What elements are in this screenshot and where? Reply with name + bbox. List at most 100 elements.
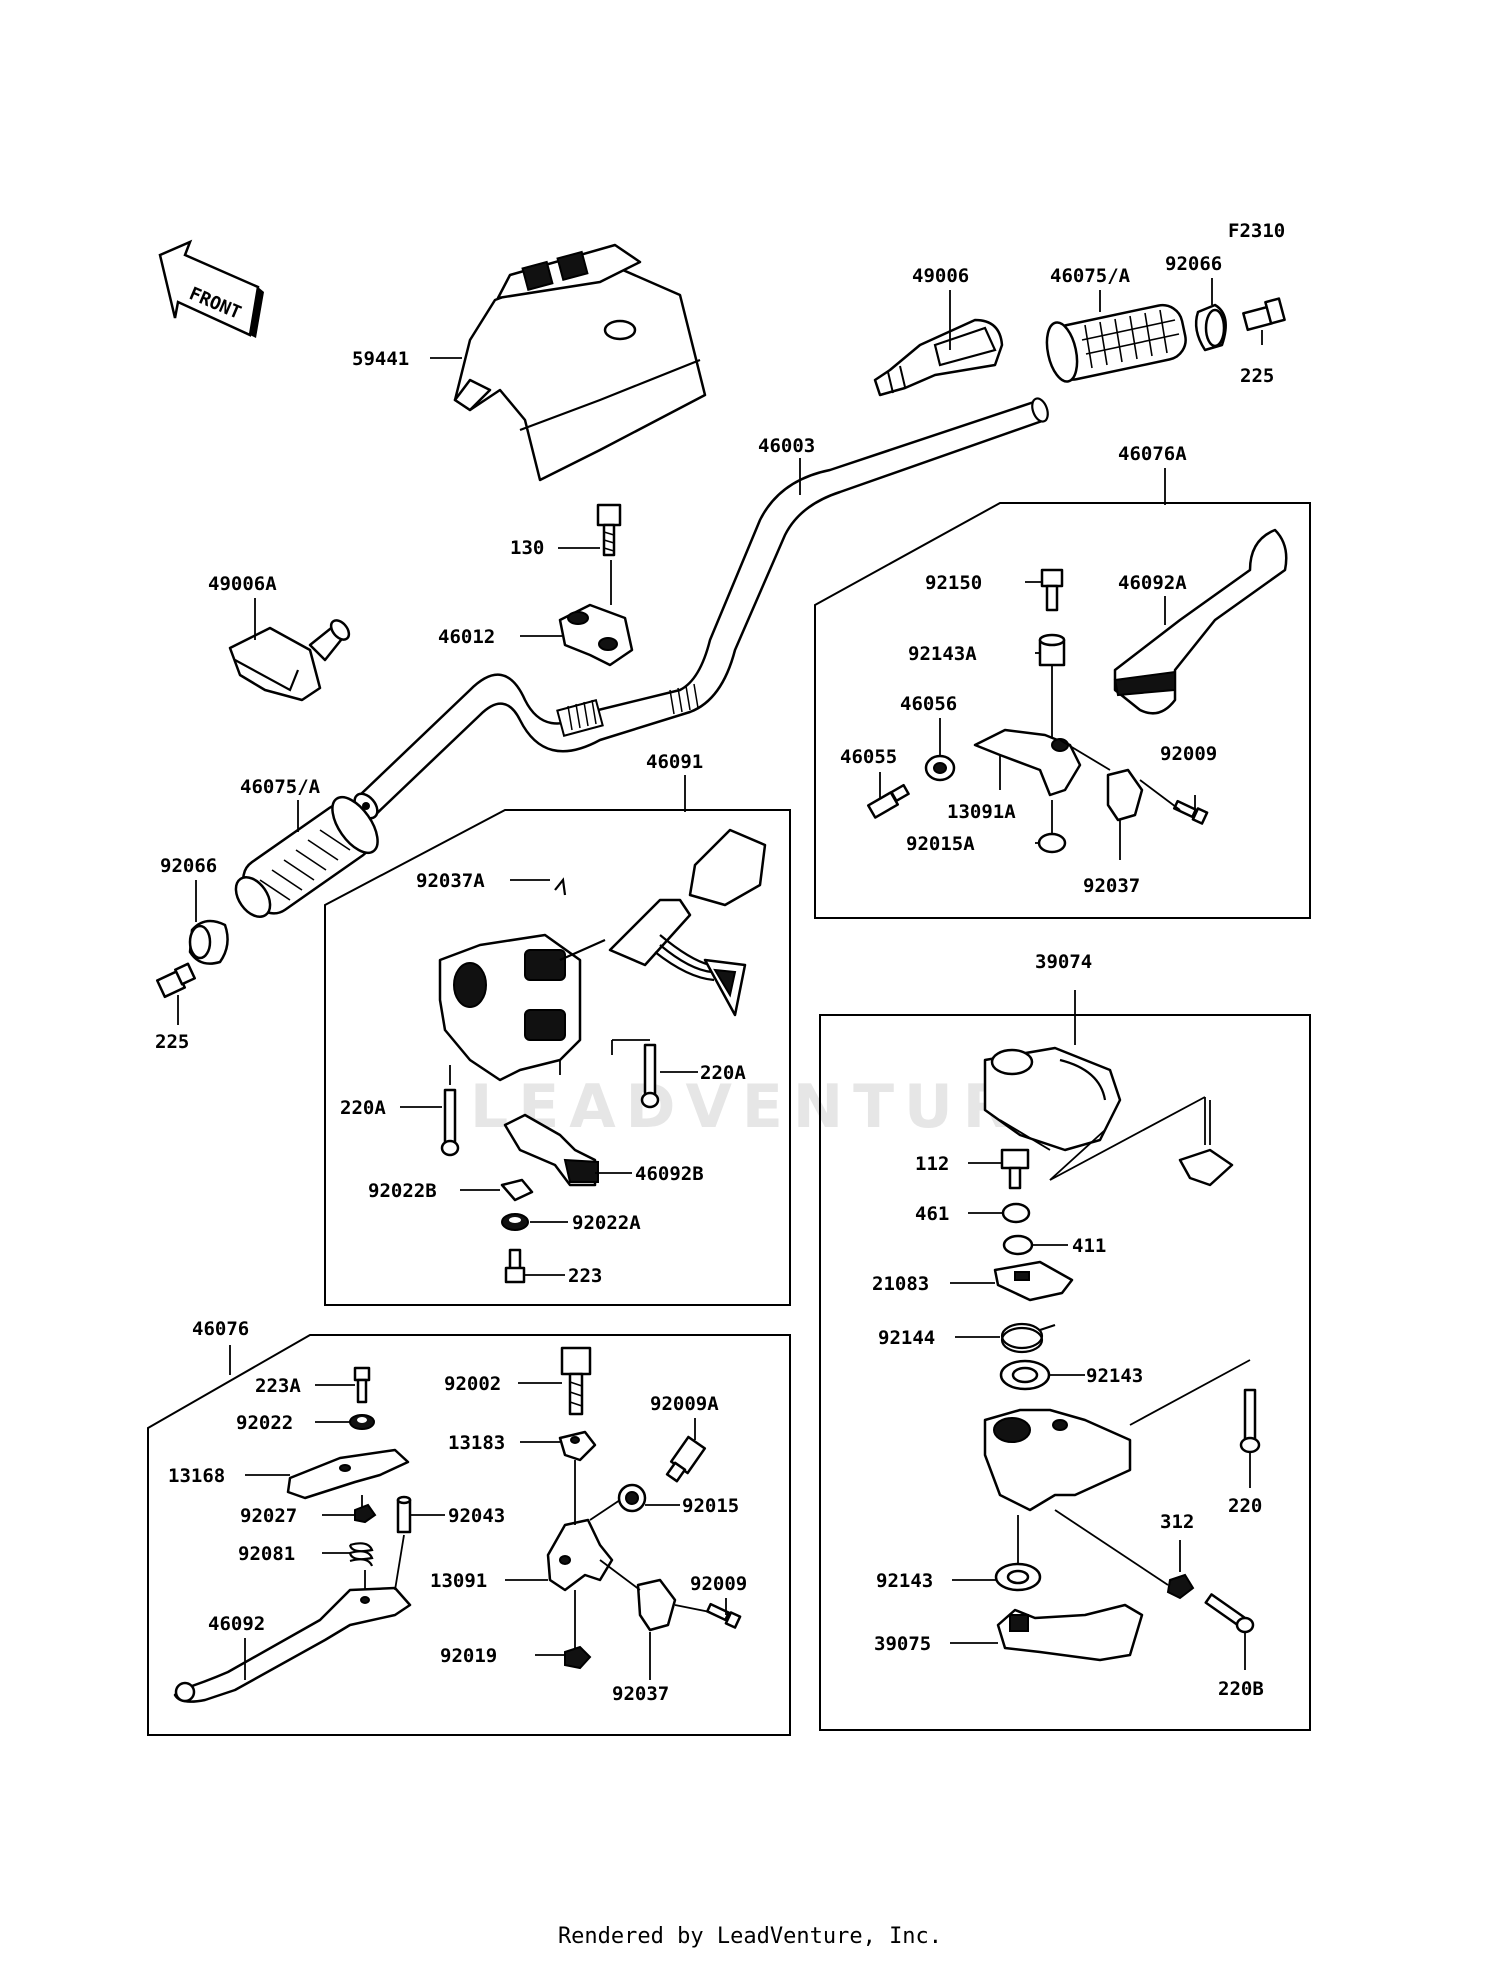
nut-92015A <box>1037 832 1067 854</box>
label-92081: 92081 <box>238 1543 295 1565</box>
label-220a-right: 220A <box>700 1062 746 1084</box>
label-92022b: 92022B <box>368 1180 437 1202</box>
label-46092a: 46092A <box>1118 572 1187 594</box>
lever-bracket-13091A <box>973 728 1082 797</box>
nut-92019 <box>564 1645 592 1670</box>
label-112: 112 <box>915 1153 949 1175</box>
figure-code: F2310 <box>1228 220 1285 242</box>
label-220b: 220B <box>1218 1678 1264 1700</box>
label-46092: 46092 <box>208 1613 265 1635</box>
spring-92081 <box>348 1542 374 1567</box>
screw-112 <box>1000 1148 1030 1190</box>
front-arrow-icon: FRONT <box>158 239 264 338</box>
screw-220 <box>1239 1388 1261 1454</box>
choke-boot <box>228 619 351 702</box>
throttle-case-cover <box>983 1046 1122 1152</box>
label-220a-left: 220A <box>340 1097 386 1119</box>
washer-411 <box>1002 1234 1034 1256</box>
label-92037-bottom: 92037 <box>612 1683 669 1705</box>
locknut-92015 <box>617 1483 647 1513</box>
left-grip-end-cap <box>188 919 229 965</box>
label-39075: 39075 <box>874 1633 931 1655</box>
cap-92143-lower <box>994 1562 1042 1592</box>
label-46075a-left: 46075/A <box>240 776 321 798</box>
label-92144: 92144 <box>878 1327 935 1349</box>
footer-credit: Rendered by LeadVenture, Inc. <box>557 1924 943 1949</box>
label-92027: 92027 <box>240 1505 297 1527</box>
label-49006a: 49006A <box>208 573 277 595</box>
label-92143-b: 92143 <box>876 1570 933 1592</box>
switch-wire-connector <box>608 828 767 1017</box>
collar-92043 <box>396 1495 412 1534</box>
throttle-case <box>983 1408 1132 1512</box>
label-411: 411 <box>1072 1235 1106 1257</box>
label-312: 312 <box>1160 1511 1194 1533</box>
label-92009-bottom: 92009 <box>690 1573 747 1595</box>
leadventure-watermark: LEADVENTURE <box>470 1072 1070 1142</box>
choke-lever-46092B <box>503 1113 599 1187</box>
label-92002: 92002 <box>444 1373 501 1395</box>
label-46076a: 46076A <box>1118 443 1187 465</box>
screw-92009-top <box>1172 799 1209 825</box>
label-225-left: 225 <box>155 1031 189 1053</box>
label-92022a: 92022A <box>572 1212 641 1234</box>
right-end-screw <box>1242 297 1286 332</box>
clutch-lever-46092 <box>173 1586 412 1703</box>
label-92019: 92019 <box>440 1645 497 1667</box>
label-46075a-right: 46075/A <box>1050 265 1131 287</box>
adjuster-46056 <box>924 754 956 782</box>
spring-92144 <box>1000 1322 1056 1354</box>
label-92015: 92015 <box>682 1495 739 1517</box>
label-92066-left: 92066 <box>160 855 217 877</box>
pivot-bolt-92150 <box>1040 568 1064 612</box>
lever-assy-box-top <box>814 502 1311 919</box>
washer-461 <box>1001 1202 1031 1224</box>
screw-220B <box>1204 1593 1255 1634</box>
label-92043: 92043 <box>448 1505 505 1527</box>
label-13091a: 13091A <box>947 801 1016 823</box>
leader-lines <box>177 278 1263 1680</box>
label-21083: 21083 <box>872 1273 929 1295</box>
label-223a: 223A <box>255 1375 301 1397</box>
right-lever <box>1113 528 1288 715</box>
label-13183: 13183 <box>448 1432 505 1454</box>
handlebar <box>353 397 1049 820</box>
screw-223 <box>504 1248 526 1284</box>
label-92015a: 92015A <box>906 833 975 855</box>
label-461: 461 <box>915 1203 949 1225</box>
washer-92022A <box>501 1213 529 1231</box>
handlebar-holder <box>558 603 634 667</box>
label-46056: 46056 <box>900 693 957 715</box>
lock-spring-92037A <box>554 877 567 896</box>
left-handlebar-switch <box>438 933 606 1082</box>
cable-clip <box>1178 1148 1234 1187</box>
label-92037-top: 92037 <box>1083 875 1140 897</box>
throttle-lever-39075 <box>996 1603 1144 1662</box>
lever-bracket-13091 <box>546 1518 614 1592</box>
label-59441: 59441 <box>352 348 409 370</box>
screw-220A-right <box>640 1043 660 1109</box>
label-13168: 13168 <box>168 1465 225 1487</box>
washer-92022B <box>500 1178 534 1202</box>
right-grip <box>1045 303 1187 383</box>
label-225-right: 225 <box>1240 365 1274 387</box>
throttle-boot <box>873 318 1004 397</box>
label-92143-a: 92143 <box>1086 1365 1143 1387</box>
label-220: 220 <box>1228 1495 1262 1517</box>
nut-92027 <box>354 1503 377 1524</box>
label-92009-top: 92009 <box>1160 743 1217 765</box>
washer-92022 <box>349 1414 375 1430</box>
left-end-screw <box>155 962 196 999</box>
screw-220A-left <box>440 1088 460 1157</box>
label-92037a: 92037A <box>416 870 485 892</box>
label-46055: 46055 <box>840 746 897 768</box>
part-labels: 59441 49006 46075/A 92066 225 46003 4607… <box>155 253 1274 1705</box>
lever-assy-box-bottom <box>147 1334 791 1736</box>
label-49006: 49006 <box>912 265 969 287</box>
plate-13168 <box>286 1448 410 1500</box>
throttle-box <box>819 1014 1311 1731</box>
label-46092b: 46092B <box>635 1163 704 1185</box>
label-223: 223 <box>568 1265 602 1287</box>
cap-92143 <box>999 1359 1051 1391</box>
